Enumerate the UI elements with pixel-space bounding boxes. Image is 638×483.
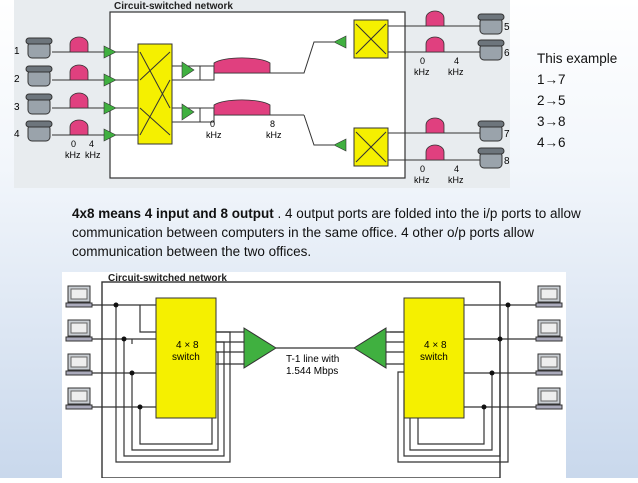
caption-rest: . 4 output ports are folded into the i/p… [72, 206, 581, 259]
low-pass-filter [69, 36, 89, 136]
t1-label-2: 1.544 Mbps [286, 366, 338, 377]
phone-icon [477, 39, 505, 61]
amplifier-icon [103, 45, 117, 142]
top-network-title: Circuit-switched network [114, 1, 233, 12]
freq-left-unit-a: kHz [65, 150, 81, 160]
example-line: 1→7 [537, 72, 566, 87]
freq-left-unit-b: kHz [85, 150, 101, 160]
freq-rb-b: 4 [454, 164, 459, 174]
computer-icon [535, 285, 563, 308]
band-filter [213, 57, 271, 74]
freq-rb-unit-a: kHz [414, 175, 430, 185]
computer-icon [65, 319, 93, 342]
t1-label-1: T-1 line with [286, 354, 339, 365]
freq-left-a: 0 [71, 139, 76, 149]
freq-rt-b: 4 [454, 56, 459, 66]
right-4x8-switch [403, 297, 465, 419]
computer-icon [65, 353, 93, 376]
multiplexer-amplifier [243, 327, 277, 369]
port-label-8: 8 [504, 156, 510, 167]
example-heading: This example [537, 51, 618, 66]
bottom-network-title: Circuit-switched network [108, 273, 227, 284]
port-label-6: 6 [504, 48, 510, 59]
low-pass-filter [425, 10, 445, 161]
band-filter [213, 99, 271, 116]
example-line: 4→6 [537, 135, 566, 150]
freq-mid-unit-b: kHz [266, 130, 282, 140]
left-switch-label: 4 × 8 [176, 340, 199, 351]
freq-mid-a: 0 [210, 119, 215, 129]
amplifier-icon [333, 35, 347, 152]
top-circuit-diagram: Circuit-switched network 1 2 3 4 [14, 0, 510, 188]
demultiplexer-amplifier [353, 327, 387, 369]
port-label-4: 4 [14, 129, 20, 140]
combiner [199, 65, 215, 81]
phone-icon [477, 147, 505, 169]
phone-icon [477, 120, 505, 142]
port-label-2: 2 [14, 74, 20, 85]
port-label-7: 7 [504, 129, 510, 140]
top-diagram-svg: Circuit-switched network 1 2 3 4 [14, 1, 510, 185]
freq-rt-unit-b: kHz [448, 67, 464, 77]
phone-icon [25, 93, 53, 115]
freq-rt-unit-a: kHz [414, 67, 430, 77]
computer-icon [65, 285, 93, 308]
bottom-circuit-diagram: Circuit-switched network [62, 272, 566, 479]
example-line: 3→8 [537, 114, 566, 129]
junction-dot [481, 302, 511, 410]
left-4x8-switch [155, 297, 217, 419]
combiner [199, 107, 215, 123]
phone-icon [25, 120, 53, 142]
example-line: 2→5 [537, 93, 566, 108]
port-label-3: 3 [14, 102, 20, 113]
phone-icon [25, 37, 53, 59]
freq-rb-unit-b: kHz [448, 175, 464, 185]
caption-bold: 4x8 means 4 input and 8 output [72, 206, 274, 221]
computer-icon [535, 353, 563, 376]
port-label-1: 1 [14, 46, 20, 57]
computer-icon [65, 387, 93, 410]
freq-left-b: 4 [89, 139, 94, 149]
computer-icon [535, 387, 563, 410]
left-switch-sub: switch [172, 352, 200, 363]
freq-rb-a: 0 [420, 164, 425, 174]
amplifier-icon [181, 61, 195, 121]
example-note: This example 1→7 2→5 3→8 4→6 [537, 48, 617, 153]
right-switch-label: 4 × 8 [424, 340, 447, 351]
bottom-diagram-svg: Circuit-switched network [65, 273, 563, 479]
explanation-caption: 4x8 means 4 input and 8 output . 4 outpu… [72, 204, 612, 261]
right-lower-switch [353, 127, 389, 167]
junction-dot [113, 302, 143, 410]
freq-mid-b: 8 [270, 119, 275, 129]
right-switch-sub: switch [420, 352, 448, 363]
phone-icon [477, 13, 505, 35]
freq-rt-a: 0 [420, 56, 425, 66]
port-label-5: 5 [504, 22, 510, 33]
phone-icon [25, 65, 53, 87]
computer-icon [535, 319, 563, 342]
freq-mid-unit-a: kHz [206, 130, 222, 140]
